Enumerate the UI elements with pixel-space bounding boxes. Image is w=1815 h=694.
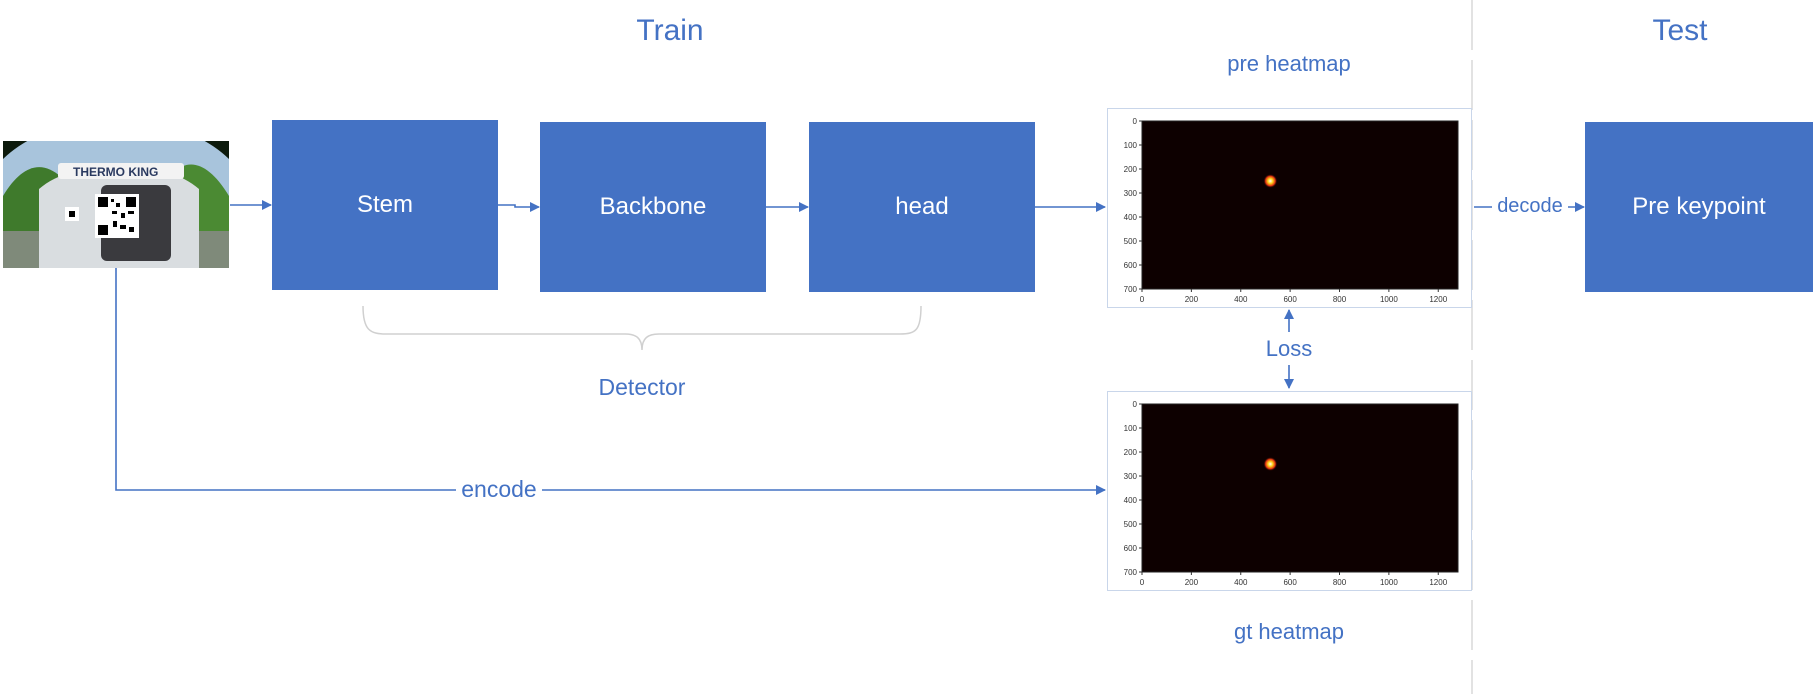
backbone-block: Backbone bbox=[540, 122, 766, 292]
gt-heatmap-label: gt heatmap bbox=[1233, 619, 1345, 644]
y-tick-label: 300 bbox=[1124, 472, 1138, 481]
y-tick-label: 200 bbox=[1124, 448, 1138, 457]
y-tick-label: 0 bbox=[1133, 400, 1138, 409]
decode-label: decode bbox=[1492, 195, 1568, 218]
encode-label: encode bbox=[456, 476, 542, 503]
photo-brand-text: THERMO KING bbox=[73, 165, 158, 179]
y-tick-label: 0 bbox=[1133, 117, 1138, 126]
heatmap-hotspot bbox=[1263, 174, 1278, 188]
y-tick-label: 700 bbox=[1124, 568, 1138, 577]
x-tick-label: 0 bbox=[1140, 295, 1145, 304]
x-tick-label: 1200 bbox=[1429, 578, 1447, 587]
x-tick-label: 600 bbox=[1283, 295, 1297, 304]
y-tick-label: 100 bbox=[1124, 424, 1138, 433]
x-tick-label: 200 bbox=[1185, 578, 1199, 587]
arrow-stem-to-backbone bbox=[498, 202, 540, 212]
loss-label: Loss bbox=[1265, 336, 1313, 361]
head-block: head bbox=[809, 122, 1035, 292]
y-tick-label: 100 bbox=[1124, 141, 1138, 150]
pre-heatmap-label: pre heatmap bbox=[1227, 51, 1351, 76]
y-tick-label: 400 bbox=[1124, 213, 1138, 222]
y-tick-label: 300 bbox=[1124, 189, 1138, 198]
x-tick-label: 1200 bbox=[1429, 295, 1447, 304]
heatmap-field bbox=[1142, 404, 1458, 572]
detector-brace bbox=[362, 305, 922, 351]
x-tick-label: 400 bbox=[1234, 295, 1248, 304]
y-tick-label: 400 bbox=[1124, 496, 1138, 505]
x-tick-label: 800 bbox=[1333, 295, 1347, 304]
y-tick-label: 500 bbox=[1124, 520, 1138, 529]
y-tick-label: 500 bbox=[1124, 237, 1138, 246]
gt-heatmap-plot: 0 200 400 600 800 1000 1200 0 100 200 300 400 500 600… bbox=[1107, 391, 1472, 591]
y-tick-label: 700 bbox=[1124, 285, 1138, 294]
x-tick-label: 400 bbox=[1234, 578, 1248, 587]
stem-block: Stem bbox=[272, 120, 498, 290]
x-tick-label: 800 bbox=[1333, 578, 1347, 587]
y-tick-label: 600 bbox=[1124, 544, 1138, 553]
pre-heatmap-plot: 0 200 400 600 800 1000 1200 0 100 200 300 400 500 600… bbox=[1107, 108, 1472, 308]
train-title: Train bbox=[636, 14, 704, 47]
detector-label: Detector bbox=[598, 374, 686, 400]
x-tick-label: 600 bbox=[1283, 578, 1297, 587]
x-tick-label: 200 bbox=[1185, 295, 1199, 304]
y-tick-label: 600 bbox=[1124, 261, 1138, 270]
heatmap-field bbox=[1142, 121, 1458, 289]
arrow-encode-path bbox=[115, 268, 1106, 495]
x-tick-label: 1000 bbox=[1380, 295, 1398, 304]
x-tick-label: 0 bbox=[1140, 578, 1145, 587]
heatmap-hotspot bbox=[1263, 457, 1278, 471]
pre-keypoint-block: Pre keypoint bbox=[1585, 122, 1813, 292]
input-image: THERMO KING bbox=[3, 141, 229, 268]
test-title: Test bbox=[1652, 14, 1708, 47]
x-tick-label: 1000 bbox=[1380, 578, 1398, 587]
y-tick-label: 200 bbox=[1124, 165, 1138, 174]
